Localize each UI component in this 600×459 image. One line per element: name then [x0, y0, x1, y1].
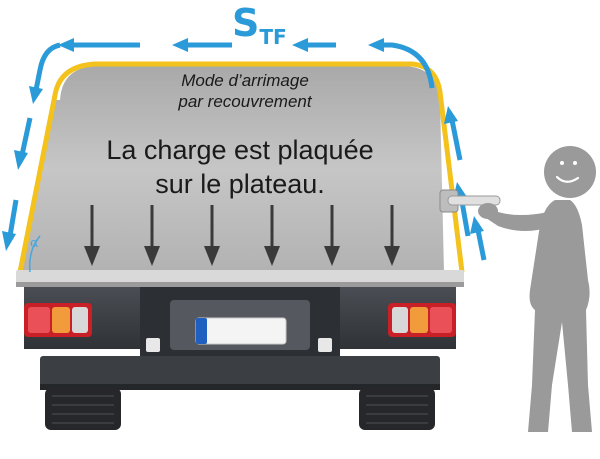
mode-caption-line2: par recouvrement — [178, 92, 312, 111]
force-arrow-5 — [324, 205, 340, 266]
angle-label: α — [30, 236, 39, 251]
tension-arrow-left-1 — [14, 117, 33, 170]
tension-arrow-top-2 — [292, 38, 336, 52]
wheel-right — [359, 388, 435, 430]
operator-figure — [478, 146, 596, 432]
force-arrow-4 — [264, 205, 280, 266]
operator-arm — [483, 208, 552, 231]
force-arrow-2 — [144, 205, 160, 266]
message-text: La charge est plaquée sur le plateau. — [60, 133, 420, 201]
tail-light-left — [24, 303, 92, 337]
force-arrows — [84, 205, 400, 266]
force-arrow-3 — [204, 205, 220, 266]
force-arrow-6 — [384, 205, 400, 266]
stf-label-sub: TF — [259, 25, 287, 49]
stf-label: STF — [232, 1, 287, 49]
wheel-left — [45, 388, 121, 430]
tension-arrow-right-2 — [444, 106, 463, 161]
lashing-strap — [17, 61, 465, 273]
tension-arrow-top-right — [382, 42, 435, 89]
truck-bumper — [40, 356, 440, 388]
operator-head — [544, 146, 596, 198]
mode-caption: Mode d’arrimage par recouvrement — [110, 70, 380, 112]
tension-arrow-right-3 — [470, 216, 487, 261]
ratchet-handle — [439, 189, 501, 213]
stf-label-main: S — [232, 1, 260, 45]
cargo-load — [20, 66, 444, 272]
message-line2: sur le plateau. — [155, 169, 325, 199]
tension-arrows — [2, 38, 487, 261]
license-plate — [195, 317, 287, 345]
message-line1: La charge est plaquée — [106, 135, 374, 165]
tail-light-right — [388, 303, 456, 337]
tension-arrow-left-2 — [2, 199, 19, 251]
tension-arrow-top-left — [33, 42, 61, 91]
tension-arrow-top-1 — [172, 38, 232, 52]
force-arrow-1 — [84, 205, 100, 266]
angle-arc — [28, 235, 41, 273]
tension-arrow-top-3 — [58, 38, 140, 52]
mode-caption-line1: Mode d’arrimage — [181, 71, 309, 90]
